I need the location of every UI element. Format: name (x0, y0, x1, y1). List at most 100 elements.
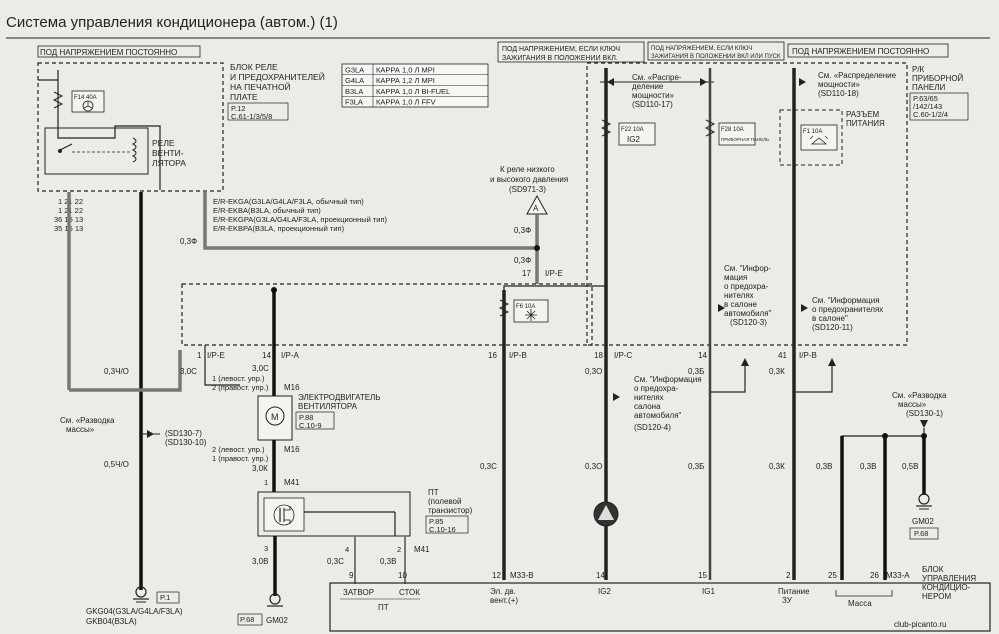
header-box-ign-on (497, 41, 645, 63)
relay-feed-wire (57, 125, 161, 190)
ip-conn-0: I/P-E (207, 351, 225, 360)
diagram-title: Система управления кондиционера (автом.)… (6, 14, 338, 31)
wire-label-03b-b: 0,3Б (688, 462, 704, 471)
fan-motor-symbol: M (271, 412, 279, 422)
wire-label-03c: 0,3С (480, 462, 497, 471)
fuse-f6-label: F6 10A (516, 304, 535, 310)
fuse-panel-label: F28 10A (721, 127, 744, 133)
wire-label-03k-b: 0,3К (769, 462, 785, 471)
relay-box-label-4: ПЛАТЕ (230, 92, 258, 102)
fan-motor-icon (265, 406, 285, 426)
ground-right-page-frame (909, 527, 939, 540)
rk-panel-ref-frame (909, 92, 969, 121)
relay-box-label-3: НА ПЕЧАТНОЙ (230, 81, 291, 92)
ground-left-ref-2: (SD130-10) (165, 438, 207, 447)
info2-l2: о предохранителях (812, 305, 883, 314)
header-box-const-right (787, 43, 949, 58)
connector-label-2: E/R-EKGPA(G3LA/G4LA/F3LA, проекционный т… (213, 215, 388, 224)
rk-panel-ref-3: C.60-1/2/4 (913, 110, 948, 119)
rk-panel-2: ПРИБОРНОЙ (912, 74, 964, 83)
ecu-pin-9: 9 (349, 571, 354, 580)
fuse-f14-label: F14 40A (74, 95, 97, 101)
info1-l1: См. "Инфор- (724, 264, 771, 273)
engine-desc-3: КАРРА 1,0 Л FFV (376, 98, 436, 107)
ground-right-symbol (916, 493, 932, 510)
ecu-el-dv-1: Эл. дв. (490, 587, 516, 596)
ecu-pin-2: 2 (786, 571, 791, 580)
engine-desc-1: КАРРА 1,2 Л MPI (376, 76, 435, 85)
header-box-ign-start (647, 41, 785, 61)
wire-label-03v: 0,3В (816, 462, 832, 471)
engine-desc-0: КАРРА 1,0 Л MPI (376, 66, 435, 75)
wire-label-03f-a: 0,3Ф (180, 237, 197, 246)
ground-left-1: См. «Разводка (60, 416, 115, 425)
info3-l5: автомобиля" (634, 411, 682, 420)
pressure-line-2: и высокого давления (490, 175, 568, 184)
pt-ref-1: P.85 (429, 517, 443, 526)
motor-pin-1: 1 (левост. упр.) (212, 374, 265, 383)
wire-gray-loop (69, 350, 182, 392)
header-box-const-left (37, 45, 201, 58)
ip-conn-5: I/P-B (799, 351, 817, 360)
ip-pin-3: 18 (594, 351, 603, 360)
power-dist-left-2: деление (632, 82, 664, 91)
ecu-box (329, 582, 991, 632)
relay-box-label-2: И ПРЕДОХРАНИТЕЛЕЙ (230, 71, 325, 82)
fan-motor-label-1: ЭЛЕКТРОДВИГАТЕЛЬ (298, 393, 381, 402)
wire-label-03v2: 0,3В (860, 462, 876, 471)
fan-motor-ref-frame (295, 411, 335, 430)
header-const-right: ПОД НАПРЯЖЕНИЕМ ПОСТОЯННО (792, 47, 929, 56)
engine-table: G3LA КАРРА 1,0 Л MPI G4LA КАРРА 1,2 Л MP… (341, 63, 489, 108)
info3-l4: салона (634, 402, 661, 411)
ip-conn-2: I/P-B (509, 351, 527, 360)
wire-label-03c-pt: 0,3С (327, 557, 344, 566)
ground-right-1: См. «Разводка (892, 391, 947, 400)
ecu-el-dv-2: вент.(+) (490, 596, 518, 605)
info3-l1: См. "Информация (634, 375, 702, 384)
header-ign-start-1: ПОД НАПРЯЖЕНИЕМ, ЕСЛИ КЛЮЧ (651, 46, 752, 52)
relay-box-label-1: БЛОК РЕЛЕ (230, 62, 278, 72)
header-ign-start-2: ЗАЖИГАНИЯ В ПОЛОЖЕНИИ ВКЛ ИЛИ ПУСК (651, 54, 781, 60)
info1-l2: мация (724, 273, 747, 282)
engine-desc-2: КАРРА 1,0 Л BI-FUEL (376, 87, 450, 96)
ecu-zatvor: ЗАТВОР (343, 588, 374, 597)
wire-label-3c: 3,0С (180, 367, 197, 376)
pt-pin-4: 4 (345, 545, 349, 554)
ecu-pit-2: ЗУ (782, 596, 793, 605)
fuse-f6-zigzag (498, 299, 510, 317)
wire-label-03v-pt: 0,3В (380, 557, 396, 566)
mosfet-icon (273, 504, 295, 526)
relay-box-ref-frame (227, 102, 289, 121)
power-dist-right-2: мощности» (818, 80, 861, 89)
ecu-conn-m33a: M33-A (886, 571, 910, 580)
info1-l4: нителях (724, 291, 754, 300)
wire-label-3k: 3,0К (252, 464, 268, 473)
info2-arrow (801, 304, 808, 312)
wire-label-03o-a: 0,3О (585, 367, 602, 376)
fuse-f1-label: F1 10A (803, 129, 822, 135)
ip-conn-1: I/P-A (281, 351, 299, 360)
wire-label-03o-b: 0,3О (585, 462, 602, 471)
pt-m41-a: M41 (284, 478, 300, 487)
ecu-pin-25: 25 (828, 571, 837, 580)
motor-pin-2: 2 (правост. упр.) (212, 383, 269, 392)
transistor-box (257, 491, 411, 537)
relay-switch-dot (58, 149, 62, 153)
info3-arrow (613, 393, 620, 401)
ecu-conn-m33b: M33-B (510, 571, 534, 580)
pressure-line-1: К реле низкого (500, 165, 555, 174)
ip-pin-5: 41 (778, 351, 787, 360)
motor-m16-a: M16 (284, 383, 300, 392)
info3-l2: о предохра- (634, 384, 679, 393)
fan-motor-box (257, 395, 293, 441)
pt-ref-2: C.10-16 (429, 525, 456, 534)
ground-left-gnd-1: GKG04(G3LA/G4LA/F3LA) (86, 607, 183, 616)
wire-label-03cho: 0,3Ч/О (104, 367, 129, 376)
ecu-block-4: НЕРОМ (922, 592, 951, 601)
info2-l1: См. "Информация (812, 296, 880, 305)
ground-right-2: массы» (898, 400, 927, 409)
fuse-ig2-label: F22 10A (621, 127, 644, 133)
ip-pin-2: 16 (488, 351, 497, 360)
ac-snowflake-icon (525, 309, 537, 321)
fan-motor-ref-1: P.88 (299, 413, 313, 422)
